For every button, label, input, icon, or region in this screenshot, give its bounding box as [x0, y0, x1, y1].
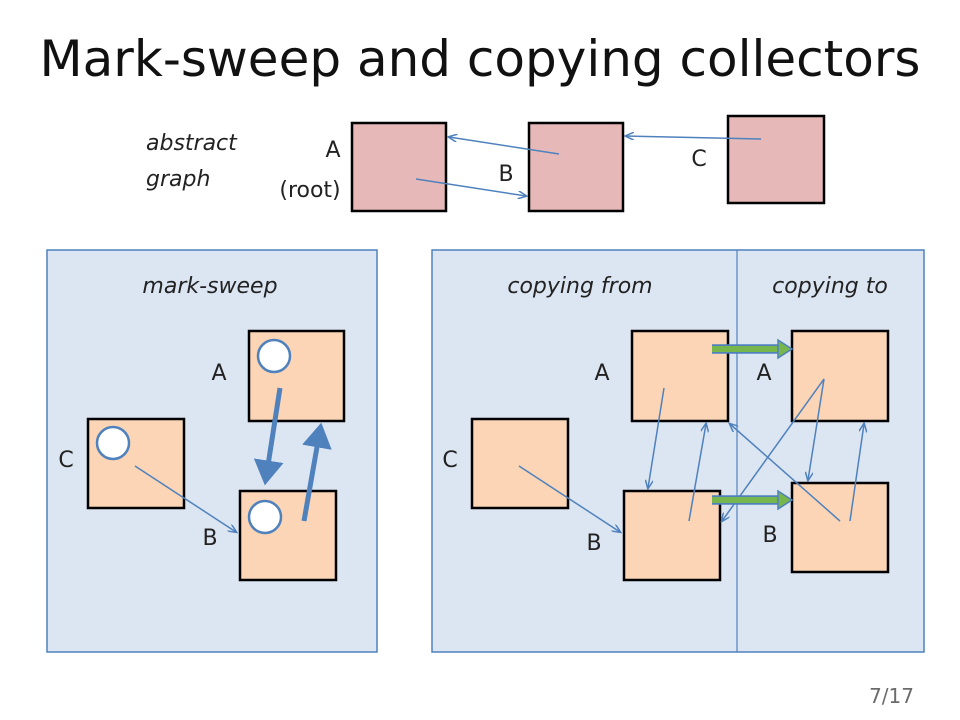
- copying-panel: copying from copying to A B C A B: [431, 249, 925, 653]
- abstract-node-c: [726, 114, 826, 205]
- abstract-graph: abstract graph A (root) B C: [146, 114, 826, 213]
- to-node-b-label: B: [762, 523, 777, 548]
- mark-sweep-node-c: [86, 417, 186, 510]
- pointer-b-to-a: [449, 137, 560, 155]
- mark-sweep-node-a: [247, 329, 346, 423]
- abstract-node-c-label: C: [691, 147, 706, 172]
- mark-sweep-panel: mark-sweep A B C: [46, 249, 378, 653]
- marking-arrow-a-to-b: [253, 387, 284, 486]
- from-pointer-b-to-a: [688, 424, 706, 522]
- mark-sweep-node-a-label: A: [211, 361, 226, 386]
- abstract-node-a: [350, 121, 448, 213]
- mark-bit-a: [256, 338, 292, 374]
- abstract-node-a-sublabel: (root): [279, 178, 340, 203]
- from-pointer-a-to-b: [648, 387, 665, 488]
- from-node-b: [622, 489, 722, 582]
- mark-sweep-node-c-label: C: [58, 448, 73, 473]
- to-node-b: [790, 481, 890, 574]
- abstract-node-a-label: A: [325, 138, 340, 163]
- to-pointer-a-to-b: [808, 378, 825, 480]
- abstract-node-b: [527, 121, 625, 213]
- mark-bit-b: [247, 499, 283, 535]
- mark-sweep-heading: mark-sweep: [142, 274, 277, 299]
- to-node-a: [790, 329, 890, 423]
- from-node-c: [470, 417, 570, 510]
- pointer-c-to-b: [626, 136, 762, 139]
- abstract-node-b-label: B: [498, 162, 513, 187]
- from-node-a-label: A: [594, 361, 609, 386]
- pointer-c-to-b-heap: [134, 465, 236, 532]
- abstract-graph-caption-line1: abstract: [146, 131, 238, 156]
- abstract-graph-caption-line2: graph: [146, 167, 210, 192]
- forward-arrow-b: [712, 489, 794, 511]
- to-pointer-b-to-a: [849, 424, 864, 522]
- from-node-c-label: C: [442, 448, 457, 473]
- copying-from-heading: copying from: [507, 274, 652, 299]
- marking-arrow-b-to-a: [301, 422, 332, 522]
- to-pointer-b-to-from-a: [730, 424, 841, 522]
- slide-title: Mark-sweep and copying collectors: [39, 30, 921, 88]
- pointer-a-to-b: [415, 178, 526, 196]
- from-node-b-label: B: [586, 531, 601, 556]
- mark-sweep-node-b-label: B: [202, 526, 217, 551]
- mark-bit-c: [95, 425, 131, 461]
- to-node-a-label: A: [756, 361, 771, 386]
- from-pointer-c-to-b: [518, 465, 620, 532]
- copying-to-heading: copying to: [772, 274, 888, 299]
- page-number: 7/17: [869, 684, 914, 708]
- forward-arrow-a: [712, 338, 794, 360]
